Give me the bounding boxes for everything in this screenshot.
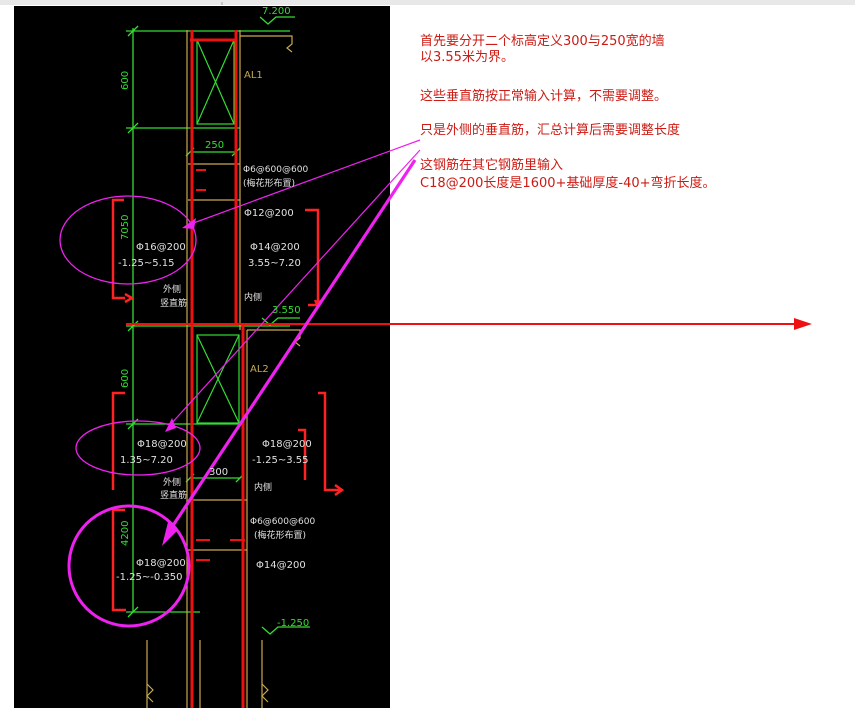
- range-c: 1.35~7.20: [120, 455, 173, 466]
- outer-upper-1: 外侧: [163, 283, 181, 295]
- window-top-strip: [0, 0, 855, 5]
- elev-bottom: -1.250: [277, 618, 309, 629]
- bar-16: Φ16@200: [136, 242, 186, 253]
- dim-600-top: 600: [120, 71, 131, 90]
- bar-14-lower: Φ14@200: [256, 560, 306, 571]
- pointer-line-lower: [168, 159, 417, 531]
- dim-4200: 4200: [120, 521, 131, 546]
- range-a: -1.25~5.15: [118, 258, 175, 269]
- division-arrow: [126, 318, 812, 330]
- note-line-3: 这些垂直筋按正常输入计算，不需要调整。: [420, 89, 668, 104]
- outer-upper-2: 竖直筋: [160, 297, 187, 309]
- tie-lower-1: Φ6@600@600: [250, 517, 315, 527]
- range-e: -1.25~-0.350: [116, 572, 183, 583]
- range-d: -1.25~3.55: [252, 455, 309, 466]
- bar-18-mid: Φ18@200: [137, 439, 187, 450]
- tie-upper-1: Φ6@600@600: [243, 165, 308, 175]
- wall-outlines: [146, 30, 301, 708]
- label-al1: AL1: [244, 70, 263, 81]
- rebar-brackets: [111, 198, 345, 612]
- note-line-4: 只是外侧的垂直筋，汇总计算后需要调整长度: [420, 123, 681, 138]
- note-line-2: 以3.55米为界。: [420, 50, 514, 65]
- pointer-line-upper: [187, 139, 421, 226]
- magenta-markers: [59, 139, 421, 628]
- outer-lower-2: 竖直筋: [160, 489, 187, 501]
- range-b: 3.55~7.20: [248, 258, 301, 269]
- rebar-details: [196, 169, 245, 561]
- note-line-6: C18@200长度是1600+基础厚度-40+弯折长度。: [420, 176, 716, 191]
- pointer-line-middle: [169, 149, 421, 426]
- magenta-arrowheads: [162, 218, 196, 546]
- label-al2: AL2: [250, 364, 269, 375]
- wall-rebar-lines: [190, 30, 245, 708]
- bar-18-low: Φ18@200: [136, 558, 186, 569]
- bar-18-right: Φ18@200: [262, 439, 312, 450]
- dim-7050: 7050: [120, 215, 131, 240]
- dim-600-mid: 600: [120, 369, 131, 388]
- dim-250: 250: [205, 140, 224, 151]
- note-line-5: 这钢筋在其它钢筋里输入: [420, 158, 564, 173]
- cad-viewport: [14, 6, 390, 708]
- elev-mid: 3.550: [272, 305, 301, 316]
- inner-lower: 内侧: [254, 481, 272, 493]
- cad-text: 7.200 3.550 -1.250 600 7050 600 4200 250…: [116, 6, 315, 629]
- bar-14-upper: Φ14@200: [250, 242, 300, 253]
- outer-lower-1: 外侧: [163, 476, 181, 488]
- elev-top: 7.200: [262, 6, 291, 17]
- note-line-1: 首先要分开二个标高定义300与250宽的墙: [420, 34, 665, 49]
- highlight-ellipse-upper: [59, 195, 197, 285]
- dim-300: 300: [209, 467, 228, 478]
- highlight-circle-lower: [67, 504, 191, 628]
- inner-upper: 内侧: [244, 291, 262, 303]
- highlight-ellipse-middle: [75, 420, 201, 476]
- bar-12: Φ12@200: [244, 208, 294, 219]
- tie-upper-2: (梅花形布置): [243, 177, 295, 189]
- tie-lower-2: (梅花形布置): [254, 529, 306, 541]
